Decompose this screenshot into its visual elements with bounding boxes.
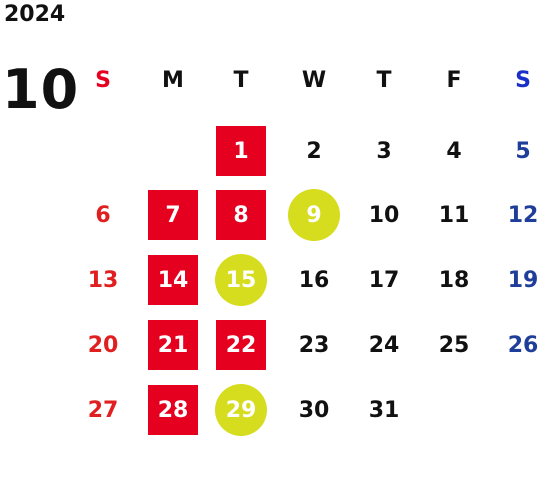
calendar-day-2[interactable]: 2: [306, 138, 322, 164]
calendar-day-3[interactable]: 3: [376, 138, 392, 164]
calendar-day-23[interactable]: 23: [298, 332, 330, 358]
calendar-day-20[interactable]: 20: [87, 332, 119, 358]
calendar-day-27[interactable]: 27: [87, 397, 119, 423]
year-label: 2024: [4, 2, 66, 27]
calendar-day-7[interactable]: 7: [148, 190, 198, 240]
weekday-header-6: S: [515, 68, 531, 93]
calendar-day-4[interactable]: 4: [446, 138, 462, 164]
calendar-day-22[interactable]: 22: [216, 320, 266, 370]
calendar-day-30[interactable]: 30: [298, 397, 330, 423]
calendar-day-1[interactable]: 1: [216, 126, 266, 176]
calendar-day-16[interactable]: 16: [298, 267, 330, 293]
calendar-day-13[interactable]: 13: [87, 267, 119, 293]
calendar-day-17[interactable]: 17: [368, 267, 400, 293]
calendar-day-9[interactable]: 9: [288, 189, 340, 241]
calendar-day-8[interactable]: 8: [216, 190, 266, 240]
weekday-header-0: S: [95, 68, 111, 93]
calendar-day-11[interactable]: 11: [438, 202, 470, 228]
weekday-header-5: F: [446, 68, 462, 93]
calendar-day-6[interactable]: 6: [95, 202, 111, 228]
weekday-header-3: W: [301, 68, 327, 93]
calendar-day-25[interactable]: 25: [438, 332, 470, 358]
calendar-day-26[interactable]: 26: [507, 332, 539, 358]
weekday-header-2: T: [233, 68, 249, 93]
calendar-day-15[interactable]: 15: [215, 254, 267, 306]
calendar-day-24[interactable]: 24: [368, 332, 400, 358]
calendar-day-19[interactable]: 19: [507, 267, 539, 293]
month-number: 10: [2, 58, 80, 121]
calendar-day-18[interactable]: 18: [438, 267, 470, 293]
calendar-day-31[interactable]: 31: [368, 397, 400, 423]
calendar-day-21[interactable]: 21: [148, 320, 198, 370]
weekday-header-4: T: [376, 68, 392, 93]
calendar-day-29[interactable]: 29: [215, 384, 267, 436]
calendar-day-5[interactable]: 5: [515, 138, 531, 164]
calendar-day-12[interactable]: 12: [507, 202, 539, 228]
calendar-day-10[interactable]: 10: [368, 202, 400, 228]
calendar-day-28[interactable]: 28: [148, 385, 198, 435]
calendar-day-14[interactable]: 14: [148, 255, 198, 305]
weekday-header-1: M: [162, 68, 184, 93]
